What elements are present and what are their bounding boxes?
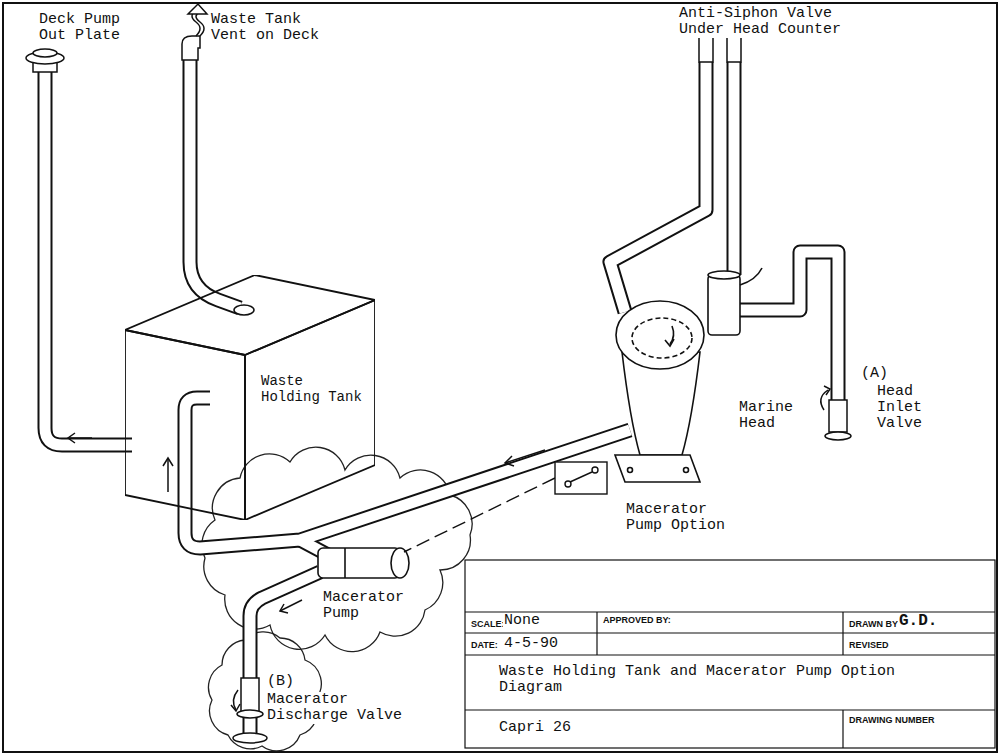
vent-fitting bbox=[196, 12, 204, 36]
vent-fitting bbox=[182, 36, 200, 60]
marine-head bbox=[615, 455, 700, 482]
marine-head bbox=[740, 268, 762, 285]
part-label: Marine Head bbox=[738, 400, 804, 432]
inlet-valve bbox=[821, 386, 851, 440]
deck-plate bbox=[26, 49, 64, 72]
title-block bbox=[465, 560, 995, 748]
macerator-pump bbox=[344, 548, 346, 578]
pipe-bore bbox=[185, 398, 630, 548]
deck-plate bbox=[33, 49, 57, 57]
field-name: DRAWING NUMBER bbox=[848, 715, 990, 726]
flow-arrow bbox=[68, 437, 92, 439]
discharge-valve bbox=[233, 733, 267, 743]
discharge-valve bbox=[237, 710, 263, 718]
field-value: 4-5-90 bbox=[503, 636, 585, 652]
discharge-valve bbox=[231, 704, 240, 711]
title-block bbox=[596, 612, 597, 655]
discharge-valve bbox=[241, 678, 259, 712]
macerator-pump bbox=[391, 548, 409, 578]
part-label: Macerator Discharge Valve bbox=[266, 692, 410, 724]
part-label: Head Inlet Valve bbox=[876, 384, 933, 432]
pump-switch bbox=[555, 462, 607, 494]
pipe-bore bbox=[250, 572, 320, 678]
title-block bbox=[842, 710, 843, 748]
pump-switch bbox=[570, 472, 592, 482]
part-label: Anti-Siphon Valve Under Head Counter bbox=[678, 6, 850, 38]
marine-head bbox=[684, 468, 689, 473]
flow-arrow bbox=[163, 458, 173, 466]
tank-face bbox=[125, 330, 245, 520]
vent-fitting bbox=[234, 305, 254, 315]
part-label: Macerator Pump Option bbox=[625, 502, 739, 534]
flow-arrow bbox=[280, 604, 288, 613]
title-block bbox=[465, 654, 995, 655]
pipe-bore bbox=[190, 58, 240, 308]
part-label: Macerator Pump bbox=[322, 590, 416, 622]
frame bbox=[3, 3, 997, 752]
vent-fitting bbox=[188, 4, 207, 14]
pipe-outline bbox=[727, 62, 742, 275]
pipe-outline bbox=[185, 398, 630, 548]
pipe-bore bbox=[729, 62, 740, 275]
holding-tank: Waste Holding Tank bbox=[125, 275, 375, 520]
pipe-bore bbox=[45, 72, 132, 445]
marine-head bbox=[665, 339, 674, 346]
pipe-outline bbox=[740, 252, 838, 400]
marine-head bbox=[616, 301, 704, 369]
field-value: None bbox=[503, 613, 565, 629]
flow-arrow bbox=[68, 433, 545, 613]
frame bbox=[3, 3, 997, 752]
callout-letter: (B) bbox=[266, 674, 300, 690]
pipe-bore bbox=[740, 252, 838, 400]
pipe-outline bbox=[610, 62, 706, 312]
pipe-outline bbox=[250, 572, 320, 678]
discharge-valve bbox=[231, 678, 267, 743]
macerator-pump bbox=[318, 548, 409, 578]
macerator-pump bbox=[318, 548, 400, 578]
marine-head bbox=[708, 271, 740, 279]
pipe-outline bbox=[190, 58, 240, 308]
marine-head bbox=[632, 318, 692, 358]
pipe-bore bbox=[45, 58, 838, 736]
inlet-valve bbox=[825, 432, 851, 440]
tank-label: Waste Holding Tank bbox=[261, 373, 366, 405]
pump-switch bbox=[404, 462, 607, 552]
title-block bbox=[465, 709, 995, 710]
field-name: REVISED bbox=[848, 640, 930, 651]
flow-arrow bbox=[68, 433, 75, 443]
field-name: APPROVED BY: bbox=[602, 615, 724, 626]
field-value: Capri 26 bbox=[498, 720, 620, 736]
flow-arrow bbox=[505, 456, 514, 466]
title-block bbox=[842, 612, 843, 655]
marine-head bbox=[615, 268, 762, 482]
inlet-valve bbox=[824, 386, 830, 395]
marine-head bbox=[708, 275, 740, 335]
tank-face bbox=[245, 300, 375, 520]
title-block bbox=[465, 560, 995, 748]
callout-letter: (A) bbox=[860, 366, 894, 382]
part-label: Deck Pump Out Plate bbox=[38, 12, 128, 44]
inlet-valve bbox=[829, 400, 847, 432]
discharge-valve bbox=[233, 690, 238, 710]
pipe-bore bbox=[610, 62, 706, 312]
flow-arrow bbox=[167, 458, 169, 492]
part-label: Waste Tank Vent on Deck bbox=[210, 12, 327, 44]
pipe-outline bbox=[45, 58, 838, 736]
pipe-outline bbox=[45, 72, 132, 445]
title-block bbox=[465, 632, 995, 633]
field-value: G.D. bbox=[898, 613, 960, 629]
vent-fitting bbox=[182, 4, 254, 315]
pump-switch bbox=[404, 478, 555, 552]
field-name: DRAWN BY bbox=[848, 619, 900, 630]
marine-head bbox=[628, 468, 633, 473]
pump-switch bbox=[592, 467, 598, 473]
drawing-title: Waste Holding Tank and Macerator Pump Op… bbox=[498, 664, 945, 696]
